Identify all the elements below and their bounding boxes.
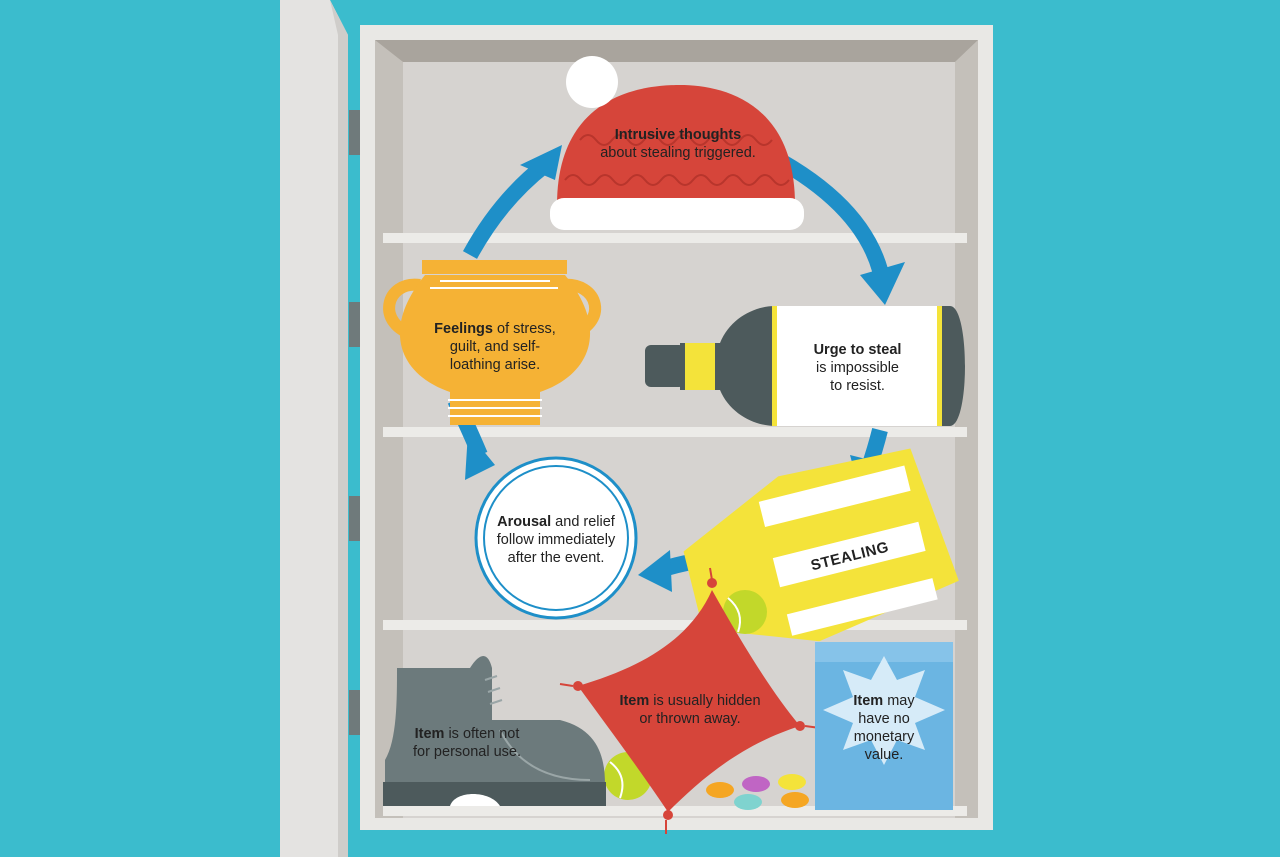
hinge-icon	[349, 690, 361, 735]
tennis-ball-icon	[723, 590, 767, 634]
item-personal-use-label: Item is often not for personal use.	[412, 726, 521, 760]
candy-icon	[742, 776, 770, 792]
shelf	[383, 620, 967, 630]
shelf	[383, 806, 967, 816]
boot-icon	[383, 656, 606, 806]
hinge-icon	[349, 496, 361, 541]
pot-icon	[383, 260, 602, 425]
feelings-label: Feelings of stress, guilt, and self- loa…	[434, 321, 556, 373]
shelf	[383, 233, 967, 243]
arrow-head-icon	[465, 432, 495, 480]
arousal-label: Arousal and relief follow immediately af…	[496, 514, 616, 566]
arrow-head-icon	[638, 550, 672, 592]
candy-icon	[706, 782, 734, 798]
pillow-icon	[559, 567, 821, 834]
santa-hat-icon	[550, 56, 804, 230]
box-icon	[815, 642, 953, 810]
intrusive-thoughts-label: Intrusive thoughts about stealing trigge…	[600, 127, 756, 161]
candy-icon	[734, 794, 762, 810]
hinge-icon	[349, 110, 361, 155]
item-hidden-label: Item is usually hidden or thrown away.	[619, 693, 761, 727]
shelf	[383, 427, 967, 437]
cabinet-door	[280, 0, 361, 857]
item-value-label: Item may have no monetary value.	[853, 693, 915, 763]
arrow-head-icon	[520, 145, 562, 180]
candy-icon	[781, 792, 809, 808]
urge-to-steal-label: Urge to steal is impossible to resist.	[813, 342, 902, 394]
hinge-icon	[349, 302, 361, 347]
starburst-icon	[823, 656, 945, 765]
arrow-head-icon	[860, 262, 905, 305]
bottle-icon	[645, 306, 965, 426]
candy-icon	[778, 774, 806, 790]
plate-icon	[474, 456, 638, 620]
